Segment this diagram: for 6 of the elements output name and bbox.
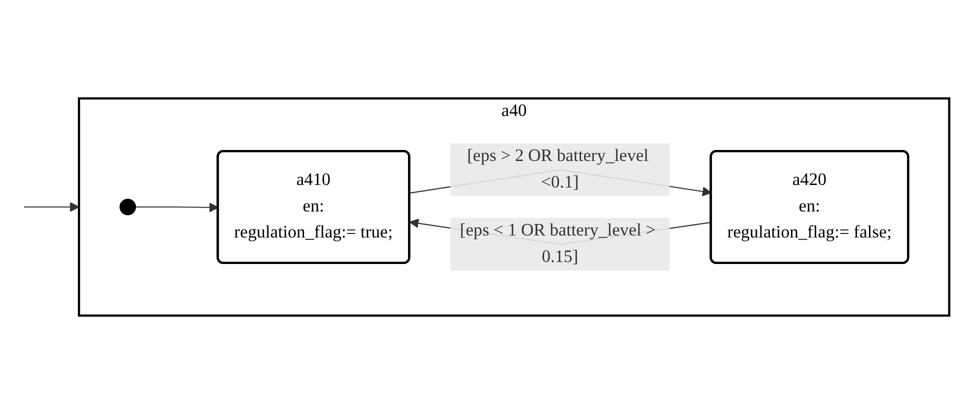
state-box: a420 en: regulation_flag:= false;: [710, 150, 910, 264]
state-box: a410 en: regulation_flag:= true;: [216, 150, 410, 264]
edge-label: [eps > 2 OR battery_level <0.1]: [467, 146, 649, 192]
arrow: [24, 202, 80, 212]
edge-label: [eps < 1 OR battery_level > 0.15]: [460, 221, 656, 266]
arrow: [135, 202, 219, 212]
